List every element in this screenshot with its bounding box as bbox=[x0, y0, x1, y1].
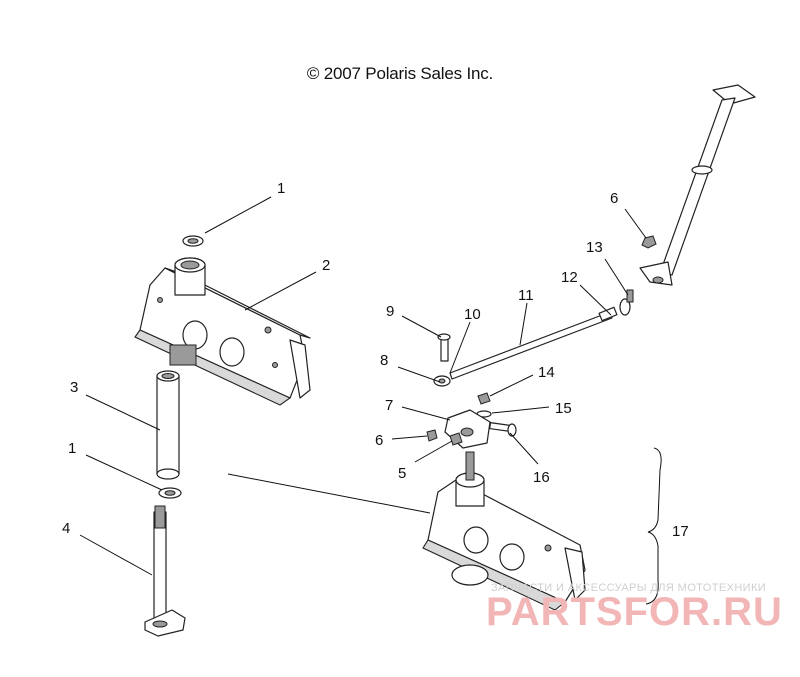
callout-10: 10 bbox=[464, 306, 481, 323]
callout-4: 4 bbox=[62, 520, 70, 537]
watermark-tagline: ЗАПЧАСТИ И АКСЕССУАРЫ ДЛЯ МОТОТЕХНИКИ bbox=[491, 582, 767, 594]
nut-5 bbox=[449, 432, 463, 446]
callout-6b: 6 bbox=[375, 432, 383, 449]
callout-1b: 1 bbox=[68, 440, 76, 457]
callout-13: 13 bbox=[586, 239, 603, 256]
copyright-notice: © 2007 Polaris Sales Inc. bbox=[306, 64, 494, 83]
bushing-lower bbox=[158, 487, 182, 499]
callout-3: 3 bbox=[70, 379, 78, 396]
steering-post-lower bbox=[144, 505, 186, 637]
bolt-16 bbox=[489, 422, 517, 437]
steering-column bbox=[639, 84, 756, 286]
callout-15: 15 bbox=[555, 400, 572, 417]
bushing-upper bbox=[182, 235, 204, 247]
nut-lower bbox=[426, 429, 438, 442]
callout-16: 16 bbox=[533, 469, 550, 486]
watermark-logo: PARTSFOR.RU bbox=[486, 590, 783, 634]
callout-5: 5 bbox=[398, 465, 406, 482]
callout-11: 11 bbox=[518, 287, 534, 304]
callout-7: 7 bbox=[385, 397, 393, 414]
tie-rod bbox=[433, 289, 634, 387]
callout-labels: 1 2 3 1 4 9 10 11 12 13 6 8 14 7 15 6 5 … bbox=[62, 180, 689, 540]
nut-14 bbox=[477, 392, 491, 405]
callout-2: 2 bbox=[322, 257, 330, 274]
steering-housing-lower bbox=[422, 451, 586, 611]
callout-14: 14 bbox=[538, 364, 555, 381]
leader-lines bbox=[79, 196, 662, 605]
callout-17: 17 bbox=[672, 523, 689, 540]
steering-housing-upper bbox=[134, 257, 311, 406]
callout-6a: 6 bbox=[610, 190, 618, 207]
callout-1a: 1 bbox=[277, 180, 285, 197]
nut-upper bbox=[641, 235, 657, 249]
bolt-9 bbox=[437, 333, 451, 362]
callout-12: 12 bbox=[561, 269, 578, 286]
callout-9: 9 bbox=[386, 303, 394, 320]
steering-tube bbox=[156, 370, 180, 480]
callout-8: 8 bbox=[380, 352, 388, 369]
